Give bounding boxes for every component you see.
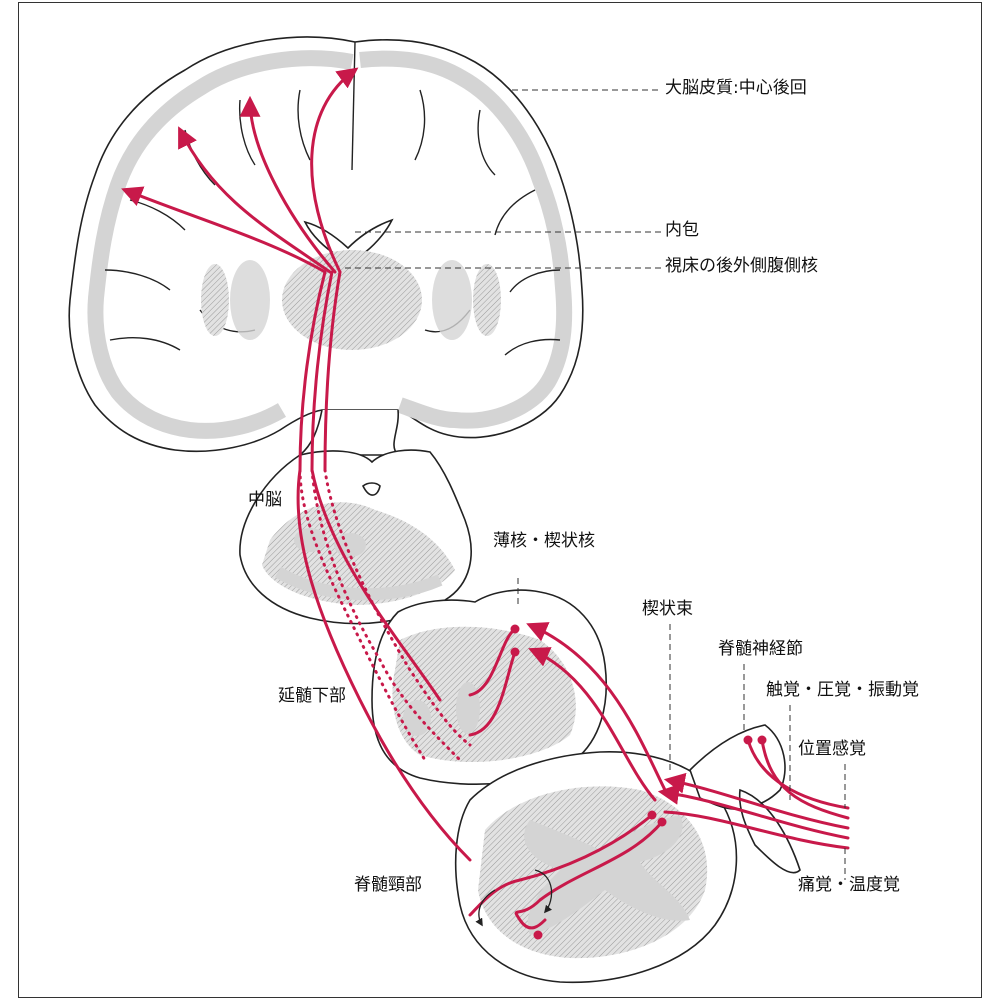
label-cuneate-fasciculus: 楔状束 xyxy=(642,601,693,618)
midbrain-section xyxy=(240,450,471,623)
label-gracile-cuneate-nuclei: 薄核・楔状核 xyxy=(493,533,595,550)
label-internal-capsule: 内包 xyxy=(665,222,699,239)
basal-ganglia-thalamus xyxy=(201,250,501,350)
label-thalamus-vpl: 視床の後外側腹側核 xyxy=(665,258,818,275)
label-lower-medulla: 延髄下部 xyxy=(278,688,346,705)
label-midbrain: 中脳 xyxy=(248,492,282,509)
label-pain-temperature: 痛覚・温度覚 xyxy=(798,877,900,894)
label-position-sense: 位置感覚 xyxy=(798,741,866,758)
label-spinal-ganglion: 脊髄神経節 xyxy=(718,641,803,658)
label-touch-pressure-vibration: 触覚・圧覚・振動覚 xyxy=(766,682,919,699)
label-cortex-postcentral-gyrus: 大脳皮質:中心後回 xyxy=(665,80,807,97)
label-cervical-spinal-cord: 脊髄頸部 xyxy=(354,877,422,894)
